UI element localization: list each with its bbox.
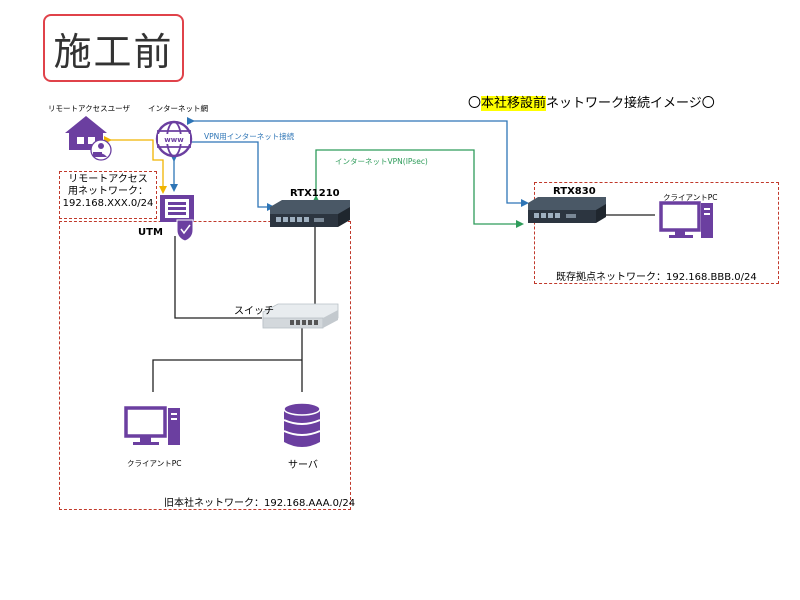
router-icon bbox=[270, 200, 350, 227]
branch-network-region bbox=[534, 182, 779, 284]
vpn-internet-label: VPN用インターネット接続 bbox=[204, 132, 295, 141]
remote-network-line-1: リモートアクセス bbox=[68, 174, 148, 185]
remote-network-line-2: 用ネットワーク： bbox=[68, 186, 148, 197]
branch-network-label: 既存拠点ネットワーク：192.168.BBB.0/24 bbox=[556, 272, 757, 283]
diagram-heading: 〇本社移設前ネットワーク接続イメージ〇 bbox=[468, 92, 715, 111]
internet-label: インターネット網 bbox=[148, 104, 208, 113]
heading-highlight: 本社移設前 bbox=[481, 96, 547, 111]
network-switch-icon bbox=[262, 303, 339, 329]
heading-suffix: ネットワーク接続イメージ〇 bbox=[546, 96, 715, 111]
switch-label: スイッチ bbox=[234, 306, 274, 317]
firewall-shield-icon bbox=[160, 195, 194, 242]
server-label: サーバ bbox=[288, 460, 318, 471]
desktop-pc-icon bbox=[659, 201, 713, 238]
remote-network-label: リモートアクセス 用ネットワーク： 192.168.XXX.0/24 bbox=[62, 174, 154, 210]
ipsec-label: インターネットVPN(IPsec) bbox=[335, 157, 428, 166]
utm-label: UTM bbox=[138, 227, 163, 238]
remote-user-label: リモートアクセスユーザ bbox=[48, 104, 130, 113]
ipsec-vpn-link bbox=[312, 149, 524, 228]
old-hq-network-region bbox=[59, 221, 351, 510]
page-title: 施工前 bbox=[43, 14, 184, 82]
house-user-icon bbox=[65, 116, 112, 161]
old-hq-network-label: 旧本社ネットワーク：192.168.AAA.0/24 bbox=[164, 498, 356, 509]
remote-network-line-3: 192.168.XXX.0/24 bbox=[62, 198, 154, 209]
lan-links bbox=[152, 214, 655, 392]
client-pc-main-label: クライアントPC bbox=[127, 459, 182, 468]
client-pc-branch-label: クライアントPC bbox=[663, 193, 718, 202]
remote-to-utm-link bbox=[104, 136, 167, 194]
globe-www-icon: www bbox=[155, 120, 193, 158]
svg-text:www: www bbox=[164, 136, 184, 144]
rtx1210-label: RTX1210 bbox=[290, 188, 340, 199]
heading-prefix: 〇 bbox=[468, 96, 482, 111]
desktop-pc-icon bbox=[124, 406, 180, 445]
internet-to-rtx1210-link bbox=[182, 138, 275, 211]
rtx830-label: RTX830 bbox=[553, 186, 596, 197]
router-icon bbox=[528, 197, 606, 223]
database-server-icon bbox=[283, 402, 321, 447]
